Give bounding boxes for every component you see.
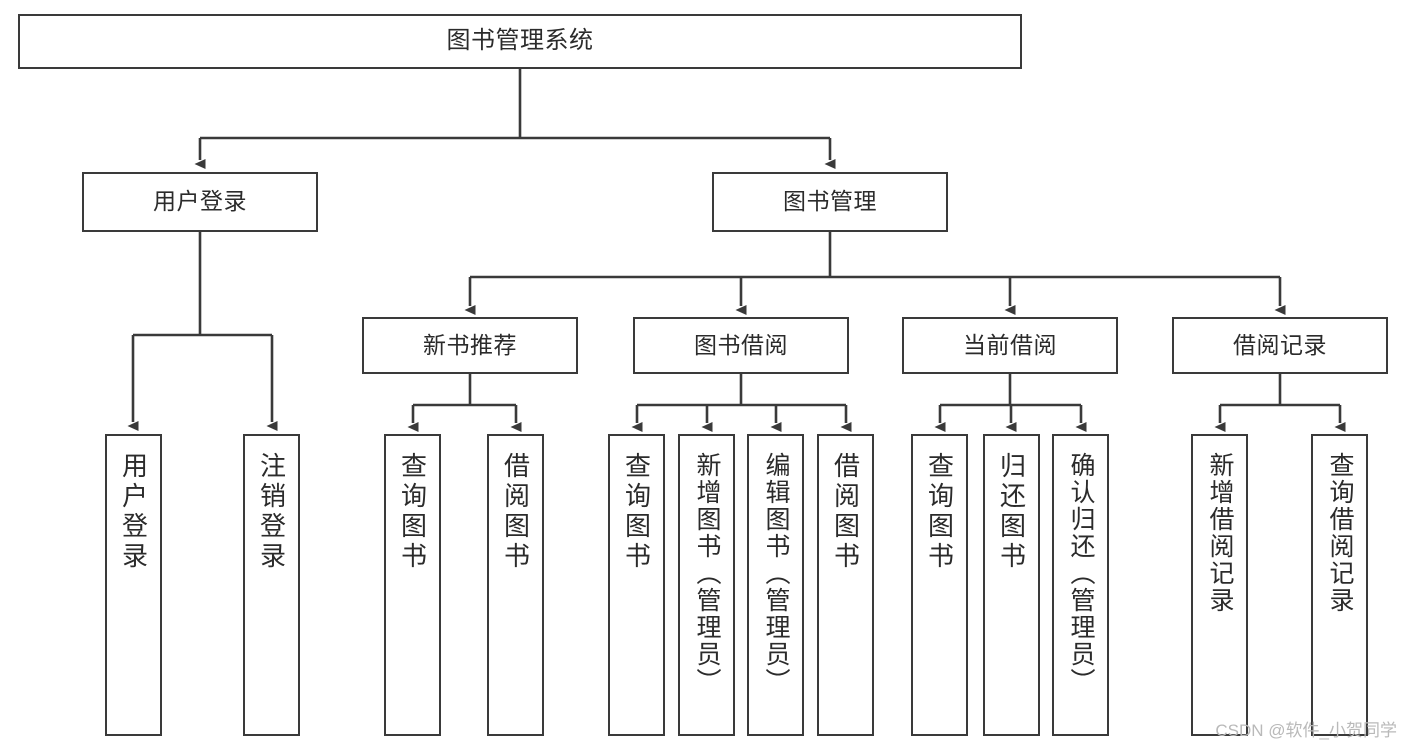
node-label: 借阅图书 [500, 452, 531, 572]
node-leaf-add-record[interactable]: 新增借阅记录 [1191, 434, 1248, 736]
node-label: 新书推荐 [423, 331, 517, 358]
node-borrow-record[interactable]: 借阅记录 [1172, 317, 1388, 374]
node-label: 确认归还（管理员） [1067, 452, 1095, 695]
node-root-system[interactable]: 图书管理系统 [18, 14, 1022, 69]
node-label: 图书管理系统 [446, 27, 594, 55]
node-label: 查询借阅记录 [1326, 452, 1354, 614]
node-label: 当前借阅 [963, 331, 1057, 358]
node-label: 用户登录 [153, 188, 247, 215]
node-label: 查询图书 [621, 452, 652, 572]
node-leaf-logout[interactable]: 注销登录 [243, 434, 300, 736]
node-leaf-query-book-3[interactable]: 查询图书 [911, 434, 968, 736]
node-leaf-query-book-1[interactable]: 查询图书 [384, 434, 441, 736]
node-book-manage[interactable]: 图书管理 [712, 172, 948, 232]
node-label: 查询图书 [397, 452, 428, 572]
node-leaf-return-book[interactable]: 归还图书 [983, 434, 1040, 736]
node-leaf-confirm-return[interactable]: 确认归还（管理员） [1052, 434, 1109, 736]
node-label: 归还图书 [996, 452, 1027, 572]
node-label: 用户登录 [118, 452, 149, 572]
node-label: 查询图书 [924, 452, 955, 572]
node-label: 图书借阅 [694, 331, 788, 358]
csdn-watermark: CSDN @软件_小贺同学 [1215, 721, 1397, 740]
node-label: 新增借阅记录 [1206, 452, 1234, 614]
node-label: 新增图书（管理员） [693, 452, 721, 695]
node-label: 借阅记录 [1233, 331, 1327, 358]
node-current-borrow[interactable]: 当前借阅 [902, 317, 1118, 374]
node-leaf-edit-book[interactable]: 编辑图书（管理员） [747, 434, 804, 736]
node-user-login[interactable]: 用户登录 [82, 172, 318, 232]
node-leaf-query-record[interactable]: 查询借阅记录 [1311, 434, 1368, 736]
node-leaf-add-book[interactable]: 新增图书（管理员） [678, 434, 735, 736]
node-label: 注销登录 [256, 452, 287, 572]
node-label: 图书管理 [783, 188, 877, 215]
node-leaf-user-login[interactable]: 用户登录 [105, 434, 162, 736]
node-book-borrow[interactable]: 图书借阅 [633, 317, 849, 374]
node-new-book-rec[interactable]: 新书推荐 [362, 317, 578, 374]
node-label: 借阅图书 [830, 452, 861, 572]
node-leaf-borrow-book-1[interactable]: 借阅图书 [487, 434, 544, 736]
node-leaf-query-book-2[interactable]: 查询图书 [608, 434, 665, 736]
node-label: 编辑图书（管理员） [762, 452, 790, 695]
node-leaf-borrow-book-2[interactable]: 借阅图书 [817, 434, 874, 736]
